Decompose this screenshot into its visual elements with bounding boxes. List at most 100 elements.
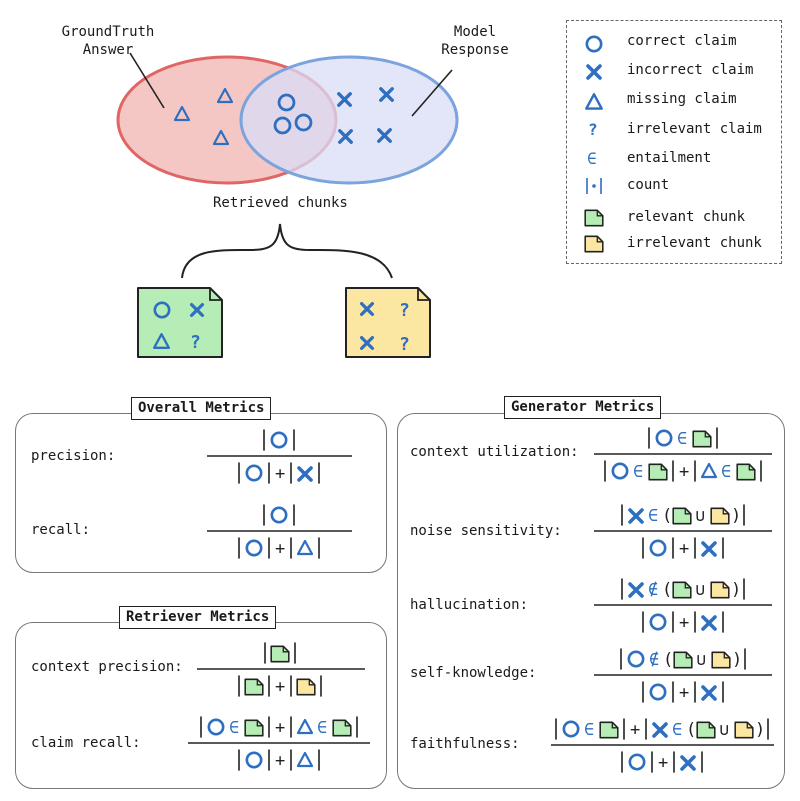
yellow-chunk-icon [710,507,730,525]
right-paren: ) [732,650,742,670]
union-symbol: ∪ [695,580,705,600]
element-of-icon: ∈ [677,429,687,449]
legend-label: missing claim [627,91,737,107]
ground-truth-label: GroundTruth Answer [52,23,164,59]
triangle-icon [296,539,314,556]
circle-icon [245,464,263,482]
triangle-icon [296,718,314,735]
right-paren: ) [731,506,741,526]
legend-label: correct claim [627,33,737,49]
circle-icon [270,431,288,449]
green-chunk-icon [244,719,264,737]
right-paren: ) [731,580,741,600]
generator-metrics-title: Generator Metrics [504,396,662,419]
question-icon: ? [190,332,201,353]
circle-icon [270,506,288,524]
curly-brace [181,223,393,279]
context-precision-label: context precision: [31,659,183,675]
model-response-ellipse [239,55,459,185]
question-icon: ? [399,334,410,355]
count-icon [586,178,602,194]
irrelevant-chunk [345,287,431,358]
green-chunk-icon [599,721,619,739]
green-chunk-icon [648,463,668,481]
venn-diagram [116,52,459,185]
model-response-label-line2: Response [441,42,509,58]
green-chunk-icon [672,507,692,525]
circle-icon [245,751,263,769]
green-chunk-icon [672,581,692,599]
plus-symbol: + [679,462,689,482]
circle-icon [207,718,225,736]
cross-icon [297,466,313,482]
hallucination-label: hallucination: [410,597,529,613]
plus-symbol: + [275,718,285,738]
retrieved-chunks-graphic: ? ? ? [137,223,431,358]
element-of-icon: ∈ [648,506,658,526]
element-of-icon: ∈ [587,149,597,168]
union-symbol: ∪ [719,720,729,740]
ground-truth-label-line1: GroundTruth [61,24,155,40]
plus-symbol: + [275,539,285,559]
union-symbol: ∪ [696,650,706,670]
left-paren: ( [662,506,672,526]
green-chunk-icon [244,678,264,696]
question-icon: ? [399,300,410,321]
legend-label: incorrect claim [627,62,754,78]
plus-symbol: + [275,677,285,697]
retriever-metrics-panel [15,622,387,789]
model-response-label: Model Response [420,23,530,59]
left-paren: ( [662,580,672,600]
cross-icon [701,685,717,701]
yellow-chunk-icon [734,721,754,739]
right-paren: ) [755,720,765,740]
plus-symbol: + [679,683,689,703]
legend-label: count [627,177,670,193]
element-of-icon: ∈ [584,720,594,740]
model-response-label-line1: Model [453,24,497,40]
retrieved-chunks-label: Retrieved chunks [213,195,348,211]
circle-icon [562,720,580,738]
yellow-chunk-icon [711,651,731,669]
cross-icon [701,541,717,557]
element-of-icon: ∈ [672,720,682,740]
cross-icon [628,582,644,598]
question-icon: ? [588,120,598,139]
overall-metrics-panel [15,413,387,573]
circle-icon [245,539,263,557]
ground-truth-label-line2: Answer [82,42,134,58]
yellow-chunk-icon [296,678,316,696]
circle-icon [649,613,667,631]
green-chunk-icon [332,719,352,737]
context-utilization-label: context utilization: [410,444,579,460]
circle-icon [649,683,667,701]
green-chunk-icon [696,721,716,739]
recall-label: recall: [31,522,91,538]
plus-symbol: + [679,613,689,633]
cross-icon [652,722,668,738]
union-symbol: ∪ [695,506,705,526]
circle-icon [649,539,667,557]
legend: correct claim incorrect claim missing cl… [566,20,782,264]
triangle-icon [296,751,314,768]
plus-symbol: + [630,720,640,740]
plus-symbol: + [275,464,285,484]
yellow-chunk-icon [710,581,730,599]
left-paren: ( [663,650,673,670]
not-element-of-icon: ∉ [649,650,659,670]
retriever-metrics-title: Retriever Metrics [119,606,277,629]
green-chunk-icon [270,645,290,663]
circle-icon [627,650,645,668]
faithfulness-label: faithfulness: [410,736,520,752]
plus-symbol: + [275,751,285,771]
precision-label: precision: [31,448,116,464]
cross-icon [680,755,696,771]
element-of-icon: ∈ [721,462,731,482]
overall-metrics-title: Overall Metrics [131,397,272,420]
circle-icon [628,753,646,771]
circle-icon [611,462,629,480]
legend-label: entailment [627,150,712,166]
cross-icon [701,615,717,631]
green-chunk-icon [692,430,712,448]
